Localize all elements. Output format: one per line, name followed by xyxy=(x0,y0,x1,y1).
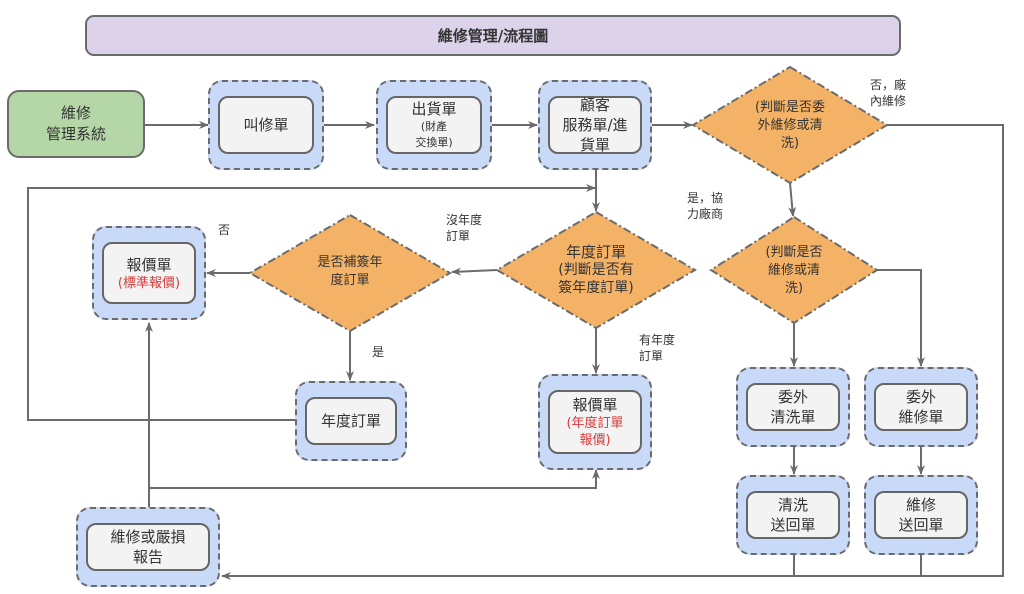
decision-annual-check-label[interactable]: 年度訂單 (判斷是否有 簽年度訂單) xyxy=(536,240,656,300)
node-quote-annual[interactable]: 報價單 (年度訂單 報價) xyxy=(538,374,652,470)
node-label: 貨單 xyxy=(579,136,610,154)
node-repair-call[interactable]: 叫修單 xyxy=(208,80,324,170)
node-label: 委外 xyxy=(777,388,808,406)
edge-label-text: 內維修 xyxy=(870,94,907,108)
edge-label-has-annual: 有年度 訂單 xyxy=(639,332,675,364)
node-highlight-label: (年度訂單 xyxy=(566,416,624,431)
edge-label-text: 力廠商 xyxy=(687,207,724,221)
node-label: 叫修單 xyxy=(243,116,289,134)
page-title: 維修管理/流程圖 xyxy=(85,15,901,56)
node-label: 清洗單 xyxy=(770,408,816,426)
node-label: 清洗 xyxy=(777,496,808,514)
edge-label-text: 訂單 xyxy=(446,229,471,243)
edge-label-no-inhouse: 否，廠 內維修 xyxy=(870,77,906,109)
edge-label-text: 否，廠 xyxy=(870,78,907,92)
edge-label-text: 有年度 xyxy=(639,333,676,347)
edge-report-to-annual-quote xyxy=(149,469,600,489)
node-outsource-repair[interactable]: 委外 維修單 xyxy=(864,367,978,447)
node-label: 顧客 xyxy=(579,96,610,114)
node-label: 報價單 xyxy=(126,255,172,274)
decision-outsource-check-label[interactable]: (判斷是否委 外維修或清 洗) xyxy=(730,96,850,156)
decision-text: (判斷是否委 xyxy=(754,100,826,115)
node-damage-report[interactable]: 維修或嚴損 報告 xyxy=(76,507,220,587)
decision-text: 洗) xyxy=(780,136,800,151)
node-sublabel: 交換單) xyxy=(415,136,453,149)
node-clean-return[interactable]: 清洗 送回單 xyxy=(736,475,850,555)
node-label: 報告 xyxy=(132,548,163,566)
decision-text: 是否補簽年 xyxy=(317,255,383,270)
node-label: 委外 xyxy=(905,388,936,406)
node-highlight-label: (標準報價) xyxy=(117,275,181,291)
edge-label-text: 訂單 xyxy=(639,349,664,363)
decision-text: 簽年度訂單) xyxy=(558,280,634,296)
node-annual-order[interactable]: 年度訂單 xyxy=(295,381,407,461)
decision-text: (判斷是否有 xyxy=(558,262,634,278)
node-shipment[interactable]: 出貨單 (財產 交換單) xyxy=(376,80,492,170)
node-label: 維修 xyxy=(905,496,936,514)
node-highlight-label: 報價) xyxy=(579,433,611,448)
edge-outsource-to-repair-or-clean xyxy=(788,182,797,217)
decision-sign-annual-label[interactable]: 是否補簽年 度訂單 xyxy=(290,252,410,292)
node-label: 服務單/進 xyxy=(562,116,628,134)
edge-inhouse-to-report xyxy=(221,124,1004,580)
decision-text: (判斷是否 xyxy=(765,245,823,260)
edge-annual-order-loop xyxy=(27,184,596,421)
node-sublabel: (財產 xyxy=(420,120,448,133)
edge-label-text: 是，協 xyxy=(687,191,724,205)
start-node-line2: 管理系統 xyxy=(45,125,106,143)
start-node-repair-management-system[interactable]: 維修 管理系統 xyxy=(7,90,145,158)
node-label: 維修單 xyxy=(898,408,944,426)
decision-repair-or-clean-label[interactable]: (判斷是否 維修或清 洗) xyxy=(744,242,844,300)
node-outsource-clean[interactable]: 委外 清洗單 xyxy=(736,367,850,447)
edge-annual-to-sign xyxy=(451,267,498,276)
edge-label-text: 沒年度 xyxy=(446,213,483,227)
edge-label-yes-partner: 是，協 力廠商 xyxy=(687,190,723,222)
edge-label-no: 否 xyxy=(218,223,231,237)
node-label: 送回單 xyxy=(898,516,944,534)
node-repair-return[interactable]: 維修 送回單 xyxy=(864,475,978,555)
decision-text: 洗) xyxy=(784,281,804,296)
node-quote-standard[interactable]: 報價單 (標準報價) xyxy=(92,226,206,320)
start-node-line1: 維修 xyxy=(60,104,91,122)
decision-text: 年度訂單 xyxy=(565,243,626,261)
node-customer-service[interactable]: 顧客 服務單/進 貨單 xyxy=(538,80,652,170)
edge-label-no-annual: 沒年度 訂單 xyxy=(446,212,482,244)
decision-text: 維修或清 xyxy=(767,263,820,278)
edge-repair-or-clean-to-repair xyxy=(877,269,925,367)
node-label: 報價單 xyxy=(572,396,618,414)
decision-text: 外維修或清 xyxy=(757,118,823,133)
node-label: 送回單 xyxy=(770,516,816,534)
edge-label-yes: 是 xyxy=(372,345,385,359)
node-label: 年度訂單 xyxy=(320,412,381,430)
decision-text: 度訂單 xyxy=(330,273,370,288)
node-label: 維修或嚴損 xyxy=(110,528,186,546)
node-label: 出貨單 xyxy=(411,100,457,118)
